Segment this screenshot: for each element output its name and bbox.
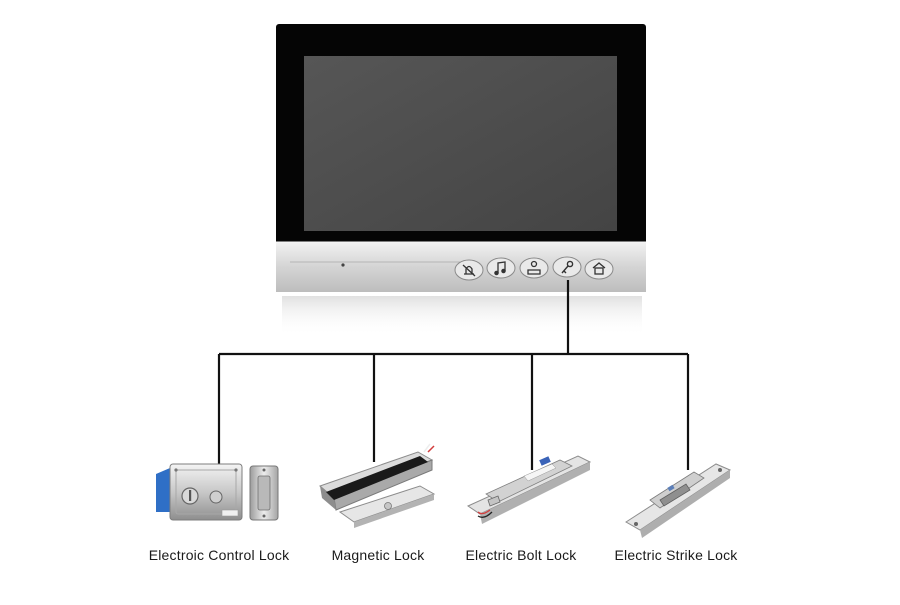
mute-icon	[462, 264, 476, 277]
ring-tone-button[interactable]	[486, 257, 516, 279]
monitor-screen[interactable]	[304, 56, 617, 231]
music-note-icon	[494, 261, 506, 276]
monitor-home-icon	[592, 262, 606, 275]
lock-label-electric-strike: Electric Strike Lock	[614, 547, 738, 563]
magnetic-lock-image	[319, 443, 436, 528]
unlock-button[interactable]	[552, 256, 582, 278]
unlock-key-icon	[561, 260, 574, 274]
intercom-icon	[527, 260, 541, 275]
monitor-home-button[interactable]	[584, 258, 614, 280]
intercom-monitor	[276, 24, 646, 336]
lock-label-electric-bolt: Electric Bolt Lock	[465, 547, 577, 563]
monitor-reflection	[282, 296, 642, 336]
wiring	[217, 280, 690, 472]
electric-strike-lock-image	[625, 463, 732, 538]
electric-control-lock-image	[156, 463, 279, 521]
lock-label-magnetic: Magnetic Lock	[331, 547, 425, 563]
intercom-button[interactable]	[519, 257, 549, 279]
mute-button[interactable]	[454, 259, 484, 281]
microphone-hole	[341, 263, 345, 267]
lock-label-electric-control: Electroic Control Lock	[148, 547, 290, 563]
electric-bolt-lock-image	[466, 455, 592, 524]
